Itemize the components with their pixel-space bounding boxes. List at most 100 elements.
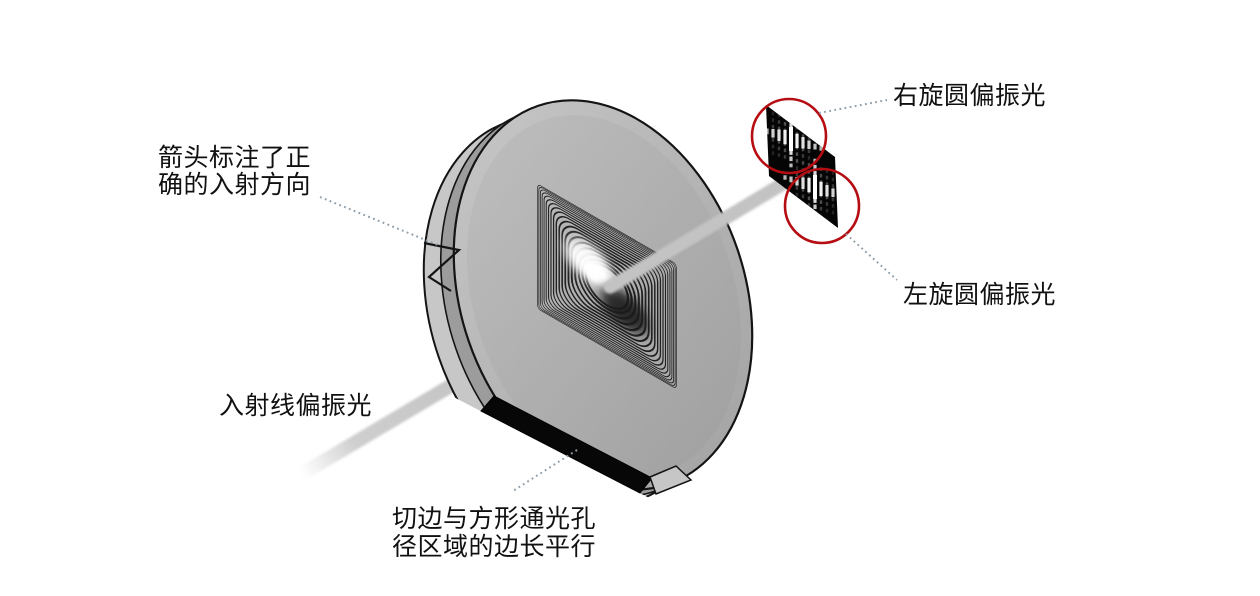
diffraction-side-spot [825, 169, 829, 173]
diffraction-side-spot [801, 161, 805, 166]
diffraction-side-spot [825, 182, 829, 186]
incident-beam-rod [295, 362, 486, 481]
diffraction-side-spot [801, 201, 805, 205]
diffraction-lobe [783, 130, 787, 145]
diffraction-lobe [813, 204, 817, 210]
diffraction-side-spot [831, 184, 835, 188]
diffraction-lobe [789, 163, 793, 168]
diffraction-lobe [801, 177, 805, 189]
diffraction-side-spot [795, 119, 799, 123]
diffraction-side-spot [801, 127, 805, 132]
diffraction-lobe [789, 123, 793, 129]
incident-beam [295, 362, 486, 481]
diffraction-lobe [789, 149, 793, 155]
blackened-cut-edge [480, 395, 653, 494]
diffraction-lobe [795, 133, 799, 148]
diffraction-lobe [789, 116, 793, 122]
diffraction-side-spot [795, 125, 799, 130]
diffraction-lobe [837, 191, 838, 198]
diffraction-lobe [813, 190, 817, 197]
diffraction-lobe [766, 128, 769, 135]
fringe-ring [564, 230, 650, 342]
diffraction-side-spot [771, 138, 775, 142]
incident-direction-arrow-mark [423, 241, 462, 292]
fringe-ring [538, 187, 676, 386]
diffraction-side-spot [801, 121, 805, 125]
diffraction-lobe [807, 140, 811, 149]
diffraction-side-spot [819, 180, 823, 185]
diffraction-side-spot [777, 153, 781, 157]
diffraction-side-spot [783, 122, 787, 126]
fringe-ring [541, 192, 673, 381]
diffraction-side-spot [831, 171, 835, 175]
diffraction-side-spot [795, 159, 799, 164]
diffraction-side-spot [819, 200, 823, 204]
diffraction-side-spot [807, 196, 811, 201]
diffraction-side-spot [831, 177, 835, 182]
diffraction-side-spot [807, 162, 811, 167]
leader-lines [319, 99, 898, 492]
fringe-ring [567, 236, 647, 337]
label-cut-edge-line1: 切边与方形通光孔 [392, 505, 596, 533]
fringe-ring [547, 203, 667, 370]
vortex-bright-core [583, 261, 607, 284]
fringe-ring [552, 211, 662, 362]
diffraction-side-spot [825, 202, 829, 206]
label-incident-light: 入射线偏振光 [219, 392, 372, 420]
diffraction-side-spot [807, 149, 811, 154]
fringe-ring [561, 225, 653, 348]
cut-edge-bevel-sliver [649, 465, 693, 495]
diffraction-side-spot [771, 124, 775, 129]
diffraction-lobe [789, 142, 793, 149]
diffraction-side-spot [801, 154, 805, 158]
diffraction-side-spot [801, 134, 805, 138]
diffraction-lobe [825, 185, 829, 197]
diffraction-side-spot [783, 155, 787, 159]
diffraction-lobe [813, 171, 817, 177]
diffraction-lobe [801, 137, 805, 149]
fringe-ring [539, 189, 675, 384]
label-incident-direction-line2: 确的入射方向 [158, 171, 311, 199]
diffraction-side-spot [807, 163, 811, 168]
diffraction-side-spot [777, 120, 781, 124]
diffraction-side-spot [777, 113, 781, 118]
diffraction-lobe [819, 146, 823, 151]
diffraction-side-spot [819, 206, 823, 211]
diffraction-side-spot [795, 192, 799, 197]
diffraction-side-spot [807, 156, 811, 160]
diffraction-side-spot [801, 194, 805, 199]
diffraction-lobe [813, 211, 817, 216]
annotation-circle-rcp [750, 97, 828, 175]
diffraction-lobe [807, 178, 811, 193]
diffraction-lobe [813, 197, 817, 203]
diffraction-side-spot [795, 199, 799, 203]
diffraction-side-spot [783, 141, 787, 146]
diffraction-side-spot [795, 132, 799, 137]
diffraction-side-spot [825, 195, 829, 200]
fringe-ring [543, 195, 671, 378]
diffraction-lobe [789, 176, 793, 183]
diffraction-side-spot [801, 147, 805, 152]
diffraction-lobe [831, 188, 835, 197]
fringe-ring [555, 215, 659, 357]
diffraction-side-spot [771, 118, 775, 122]
diffraction-side-spot [795, 145, 799, 150]
label-incident-direction-line1: 箭头标注了正 [158, 144, 311, 172]
diffraction-side-spot [795, 166, 799, 170]
diffraction-side-spot [831, 197, 835, 202]
diffraction-side-spot [795, 158, 799, 163]
leader-line-lcp [845, 233, 898, 281]
diffraction-side-spot [795, 152, 799, 156]
diffraction-side-spot [801, 160, 805, 165]
annotation-circle-lcp [783, 167, 861, 245]
label-rcp: 右旋圆偏振光 [893, 82, 1046, 110]
output-beam-rod [603, 165, 809, 294]
leader-line-incident-direction [319, 196, 439, 246]
diffraction-lobe [783, 175, 787, 180]
diffraction-side-spot [831, 204, 835, 208]
diffraction-side-spot [807, 203, 811, 207]
diffraction-side-spot [807, 129, 811, 134]
diffraction-side-spot [801, 188, 805, 192]
diffraction-center-spot [789, 127, 793, 151]
diffraction-lobe [795, 177, 799, 186]
